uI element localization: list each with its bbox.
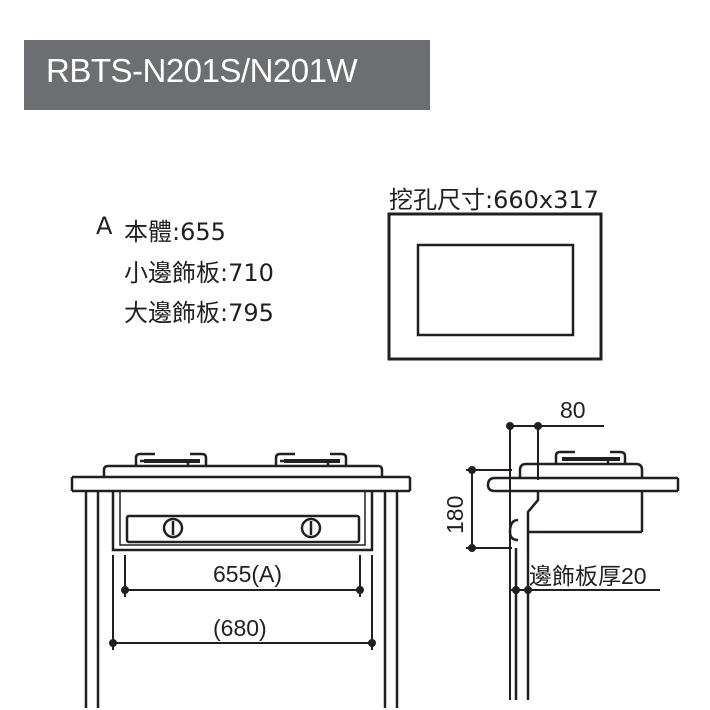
spec-prefix: A bbox=[96, 212, 113, 240]
dim-180-label: 180 bbox=[442, 496, 468, 534]
spec-large-trim-width: 大邊飾板:795 bbox=[124, 299, 274, 327]
hob-top-plate bbox=[102, 464, 384, 477]
dim-680-right-dot bbox=[368, 639, 376, 647]
dim-80-label: 80 bbox=[560, 397, 586, 423]
dim-180-bottom-dot bbox=[468, 544, 476, 552]
cutout-size-label: 挖孔尺寸:660x317 bbox=[389, 186, 599, 214]
title-bar bbox=[24, 40, 430, 110]
dim-680-label: (680) bbox=[213, 615, 267, 641]
side-trim-flange bbox=[486, 476, 530, 493]
spec-small-trim-width: 小邊飾板:710 bbox=[124, 259, 274, 287]
dim-180-top-dot bbox=[468, 466, 476, 474]
side-hob-top bbox=[518, 462, 644, 478]
trim-right-dot bbox=[524, 586, 532, 594]
dim-655-right-dot bbox=[356, 586, 364, 594]
cutout-hole bbox=[416, 243, 575, 337]
side-hob-front bbox=[526, 491, 540, 548]
cutout-outer-frame bbox=[387, 212, 603, 361]
model-title: RBTS-N201S/N201W bbox=[46, 52, 358, 89]
side-knob bbox=[508, 518, 519, 542]
hob-body bbox=[111, 491, 374, 552]
dim-80-left-dot bbox=[506, 422, 514, 430]
trim-thickness-label: 邊飾板厚20 bbox=[529, 563, 647, 589]
dim-655-left-dot bbox=[121, 586, 129, 594]
right-knob bbox=[300, 517, 322, 539]
spec-body-width: 本體:655 bbox=[124, 218, 226, 246]
dim-655-label: 655(A) bbox=[213, 561, 282, 587]
dim-680-left-dot bbox=[109, 639, 117, 647]
hob-body-inner bbox=[119, 491, 366, 546]
trim-left-dot bbox=[512, 586, 520, 594]
control-panel bbox=[125, 514, 361, 544]
dim-80-right-dot bbox=[534, 422, 542, 430]
left-knob bbox=[162, 517, 184, 539]
